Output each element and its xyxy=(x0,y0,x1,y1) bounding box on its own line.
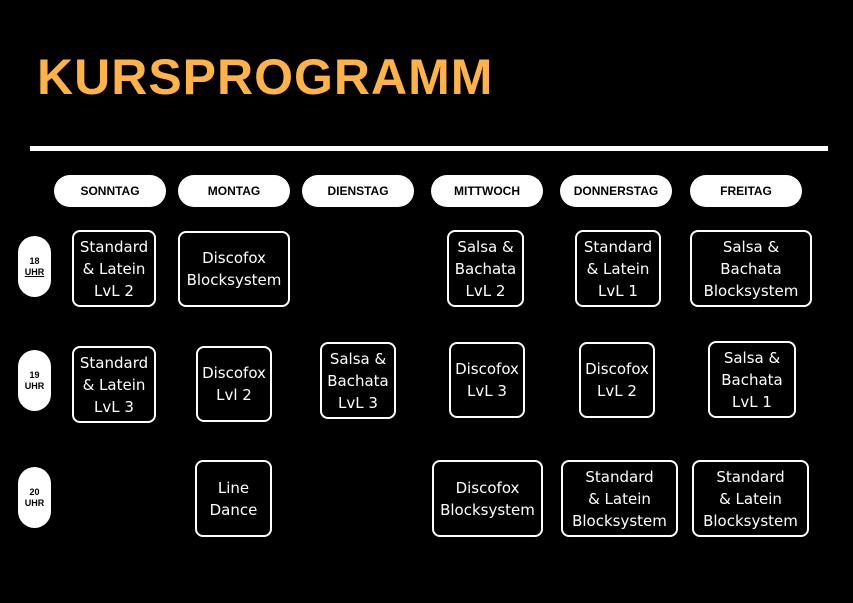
day-header-montag: MONTAG xyxy=(178,175,290,207)
course-line: Blocksystem xyxy=(572,511,667,530)
course-18-sonntag: Standard & Latein LvL 2 xyxy=(72,230,156,307)
course-line: Blocksystem xyxy=(186,271,282,289)
course-line: Salsa & xyxy=(457,237,514,256)
course-line: & Latein xyxy=(586,259,650,278)
course-19-montag: Discofox Lvl 2 xyxy=(196,346,272,422)
course-line: Discofox xyxy=(455,360,519,378)
title-divider xyxy=(30,146,828,151)
day-header-sonntag: SONNTAG xyxy=(54,175,166,207)
course-line: Discofox xyxy=(202,249,266,267)
course-line: Standard xyxy=(79,237,149,256)
course-line: Bachata xyxy=(327,371,389,390)
course-line: & Latein xyxy=(588,489,651,508)
page-title: KURSPROGRAMM xyxy=(37,49,494,105)
course-line: LvL 2 xyxy=(94,281,134,300)
course-line: & Latein xyxy=(719,489,782,508)
course-18-donnerstag: Standard & Latein LvL 1 xyxy=(575,230,661,307)
course-19-mittwoch: Discofox LvL 3 xyxy=(449,342,525,418)
course-18-mittwoch: Salsa & Bachata LvL 2 xyxy=(447,230,524,307)
course-line: Standard xyxy=(583,237,653,256)
course-line: Standard xyxy=(716,467,785,486)
day-header-donnerstag: DONNERSTAG xyxy=(560,175,672,207)
day-header-freitag: FREITAG xyxy=(690,175,802,207)
course-line: LvL 1 xyxy=(732,392,772,411)
day-header-mittwoch: MITTWOCH xyxy=(431,175,543,207)
time-slot-19: 19 UHR xyxy=(18,350,51,411)
course-line: Salsa & xyxy=(722,237,780,256)
course-line: & Latein xyxy=(82,259,146,278)
course-line: Blocksystem xyxy=(703,511,798,530)
course-20-donnerstag: Standard & Latein Blocksystem xyxy=(561,460,678,537)
time-hour: 19 xyxy=(29,369,40,380)
course-line: Line xyxy=(217,478,250,497)
course-line: Standard xyxy=(79,353,149,372)
time-slot-20: 20 UHR xyxy=(18,467,51,528)
course-20-montag: Line Dance xyxy=(195,460,272,537)
course-line: LvL 3 xyxy=(338,393,378,412)
course-19-freitag: Salsa & Bachata LvL 1 xyxy=(708,341,796,418)
day-header-dienstag: DIENSTAG xyxy=(302,175,414,207)
course-line: Blocksystem xyxy=(703,281,799,300)
time-hour: 20 xyxy=(29,486,40,497)
course-19-donnerstag: Discofox LvL 2 xyxy=(579,342,655,418)
course-line: Discofox xyxy=(455,478,520,497)
course-line: Salsa & xyxy=(329,349,387,368)
course-line: LvL 3 xyxy=(94,397,134,416)
course-19-dienstag: Salsa & Bachata LvL 3 xyxy=(320,342,396,419)
course-line: LvL 2 xyxy=(597,382,637,400)
course-line: Bachata xyxy=(721,370,783,389)
course-line: LvL 3 xyxy=(467,382,507,400)
course-18-freitag: Salsa & Bachata Blocksystem xyxy=(690,230,812,307)
course-line: Discofox xyxy=(585,360,649,378)
course-line: LvL 1 xyxy=(598,281,638,300)
course-line: & Latein xyxy=(82,375,146,394)
course-20-freitag: Standard & Latein Blocksystem xyxy=(692,460,809,537)
course-line: Dance xyxy=(209,500,258,519)
course-20-mittwoch: Discofox Blocksystem xyxy=(432,460,543,537)
course-line: Lvl 2 xyxy=(216,386,252,404)
course-line: Bachata xyxy=(720,259,782,278)
course-line: Standard xyxy=(585,467,654,486)
course-line: Bachata xyxy=(454,259,517,278)
time-unit: UHR xyxy=(24,266,45,277)
course-19-sonntag: Standard & Latein LvL 3 xyxy=(72,346,156,423)
course-line: Blocksystem xyxy=(440,500,535,519)
time-unit: UHR xyxy=(24,497,45,508)
course-line: Salsa & xyxy=(723,348,781,367)
time-unit: UHR xyxy=(24,380,45,391)
time-slot-18: 18 UHR xyxy=(18,236,51,297)
course-18-montag: Discofox Blocksystem xyxy=(178,231,290,307)
time-hour: 18 xyxy=(29,255,40,266)
course-line: LvL 2 xyxy=(465,281,506,300)
course-line: Discofox xyxy=(202,364,266,382)
